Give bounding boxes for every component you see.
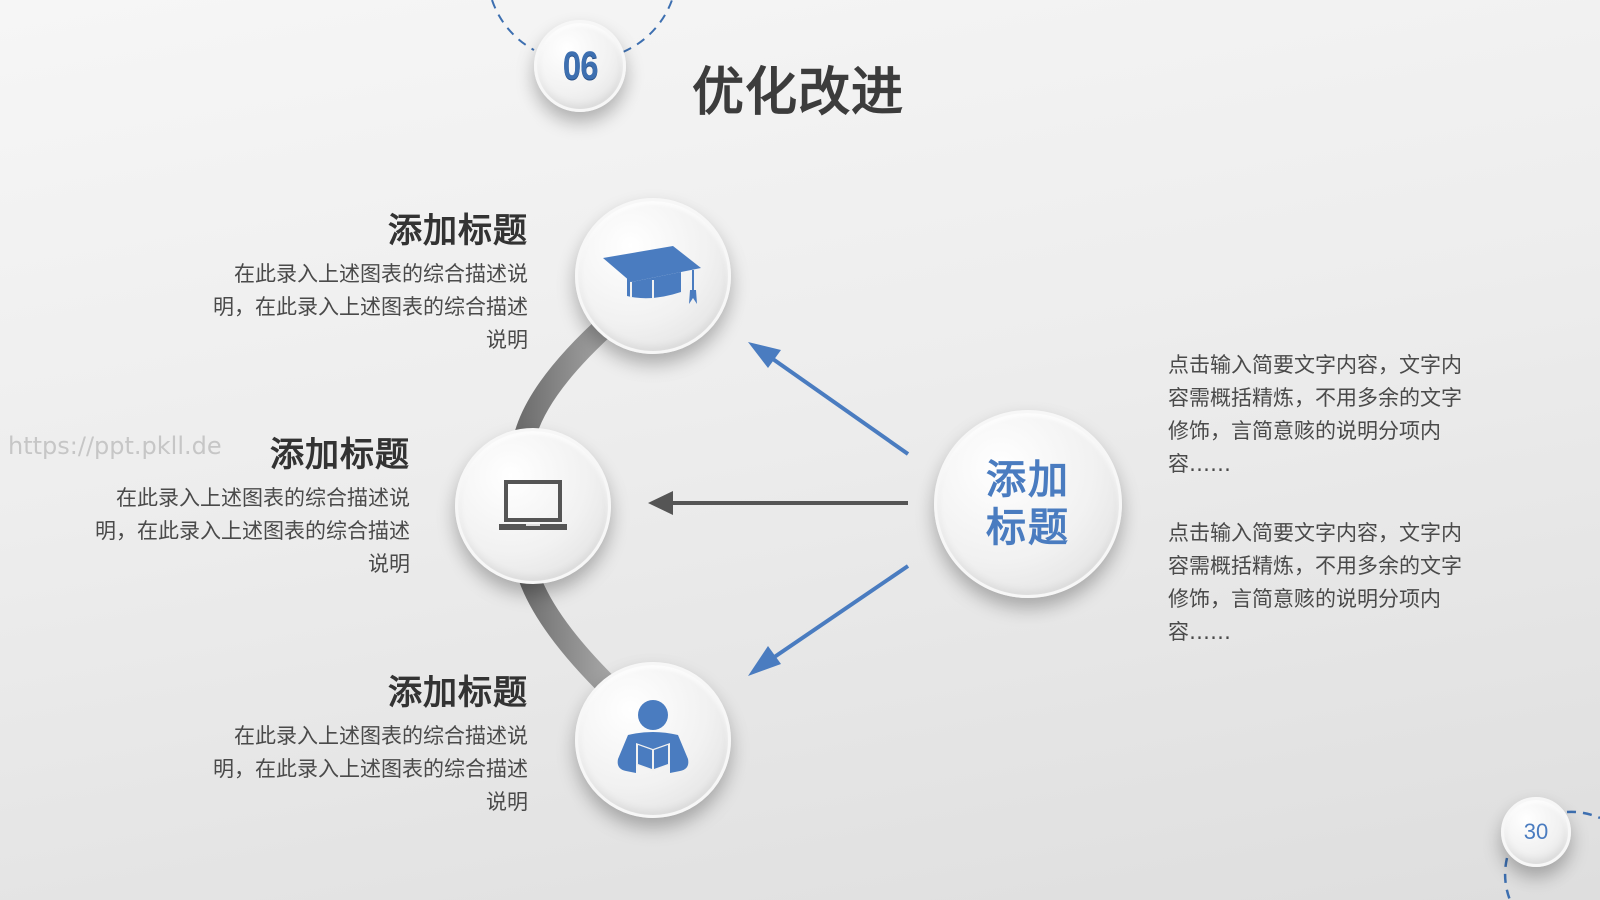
node-3-description: 在此录入上述图表的综合描述说明，在此录入上述图表的综合描述说明 [213, 724, 528, 814]
hub-label: 添加 标题 [978, 456, 1078, 552]
section-number-badge: 06 [534, 20, 626, 112]
graduation-cap-icon [603, 246, 701, 304]
node-2-title: 添加标题 [270, 435, 410, 475]
watermark: https://ppt.pkll.de [8, 432, 222, 460]
node-1-text: 添加标题 在此录入上述图表的综合描述说明，在此录入上述图表的综合描述说明 [208, 203, 528, 357]
node-3-text: 添加标题 在此录入上述图表的综合描述说明，在此录入上述图表的综合描述说明 [208, 665, 528, 819]
node-3-title: 添加标题 [388, 673, 528, 713]
page-title: 优化改进 [692, 63, 905, 123]
node-1-description: 在此录入上述图表的综合描述说明，在此录入上述图表的综合描述说明 [213, 262, 528, 352]
top-dashed-ring [491, 0, 673, 53]
hub-label-line-2: 标题 [986, 505, 1070, 551]
section-number: 06 [562, 43, 599, 88]
page-number-badge: 30 [1501, 797, 1571, 867]
arrow-to-node-1 [748, 342, 910, 456]
page-dashed-ring [1503, 810, 1600, 900]
reader-icon [617, 700, 689, 773]
node-2-text: 添加标题 在此录入上述图表的综合描述说明，在此录入上述图表的综合描述说明 [90, 427, 410, 581]
arrow-to-node-3 [748, 564, 910, 676]
right-description-2: 点击输入简要文字内容，文字内容需概括精炼，不用多余的文字修饰，言简意赅的说明分项… [1168, 521, 1462, 644]
laptop-icon [499, 480, 567, 530]
node-1-circle [575, 198, 731, 354]
node-3-circle [575, 662, 731, 818]
page-number: 30 [1523, 819, 1549, 844]
node-2-circle [455, 428, 611, 584]
node-1-title: 添加标题 [388, 211, 528, 251]
node-2-description: 在此录入上述图表的综合描述说明，在此录入上述图表的综合描述说明 [95, 486, 410, 576]
arrow-to-node-2 [648, 491, 908, 515]
hub-circle: 添加 标题 [934, 410, 1122, 598]
hub-label-line-1: 添加 [986, 457, 1070, 503]
right-description-1: 点击输入简要文字内容，文字内容需概括精炼，不用多余的文字修饰，言简意赅的说明分项… [1168, 353, 1462, 476]
